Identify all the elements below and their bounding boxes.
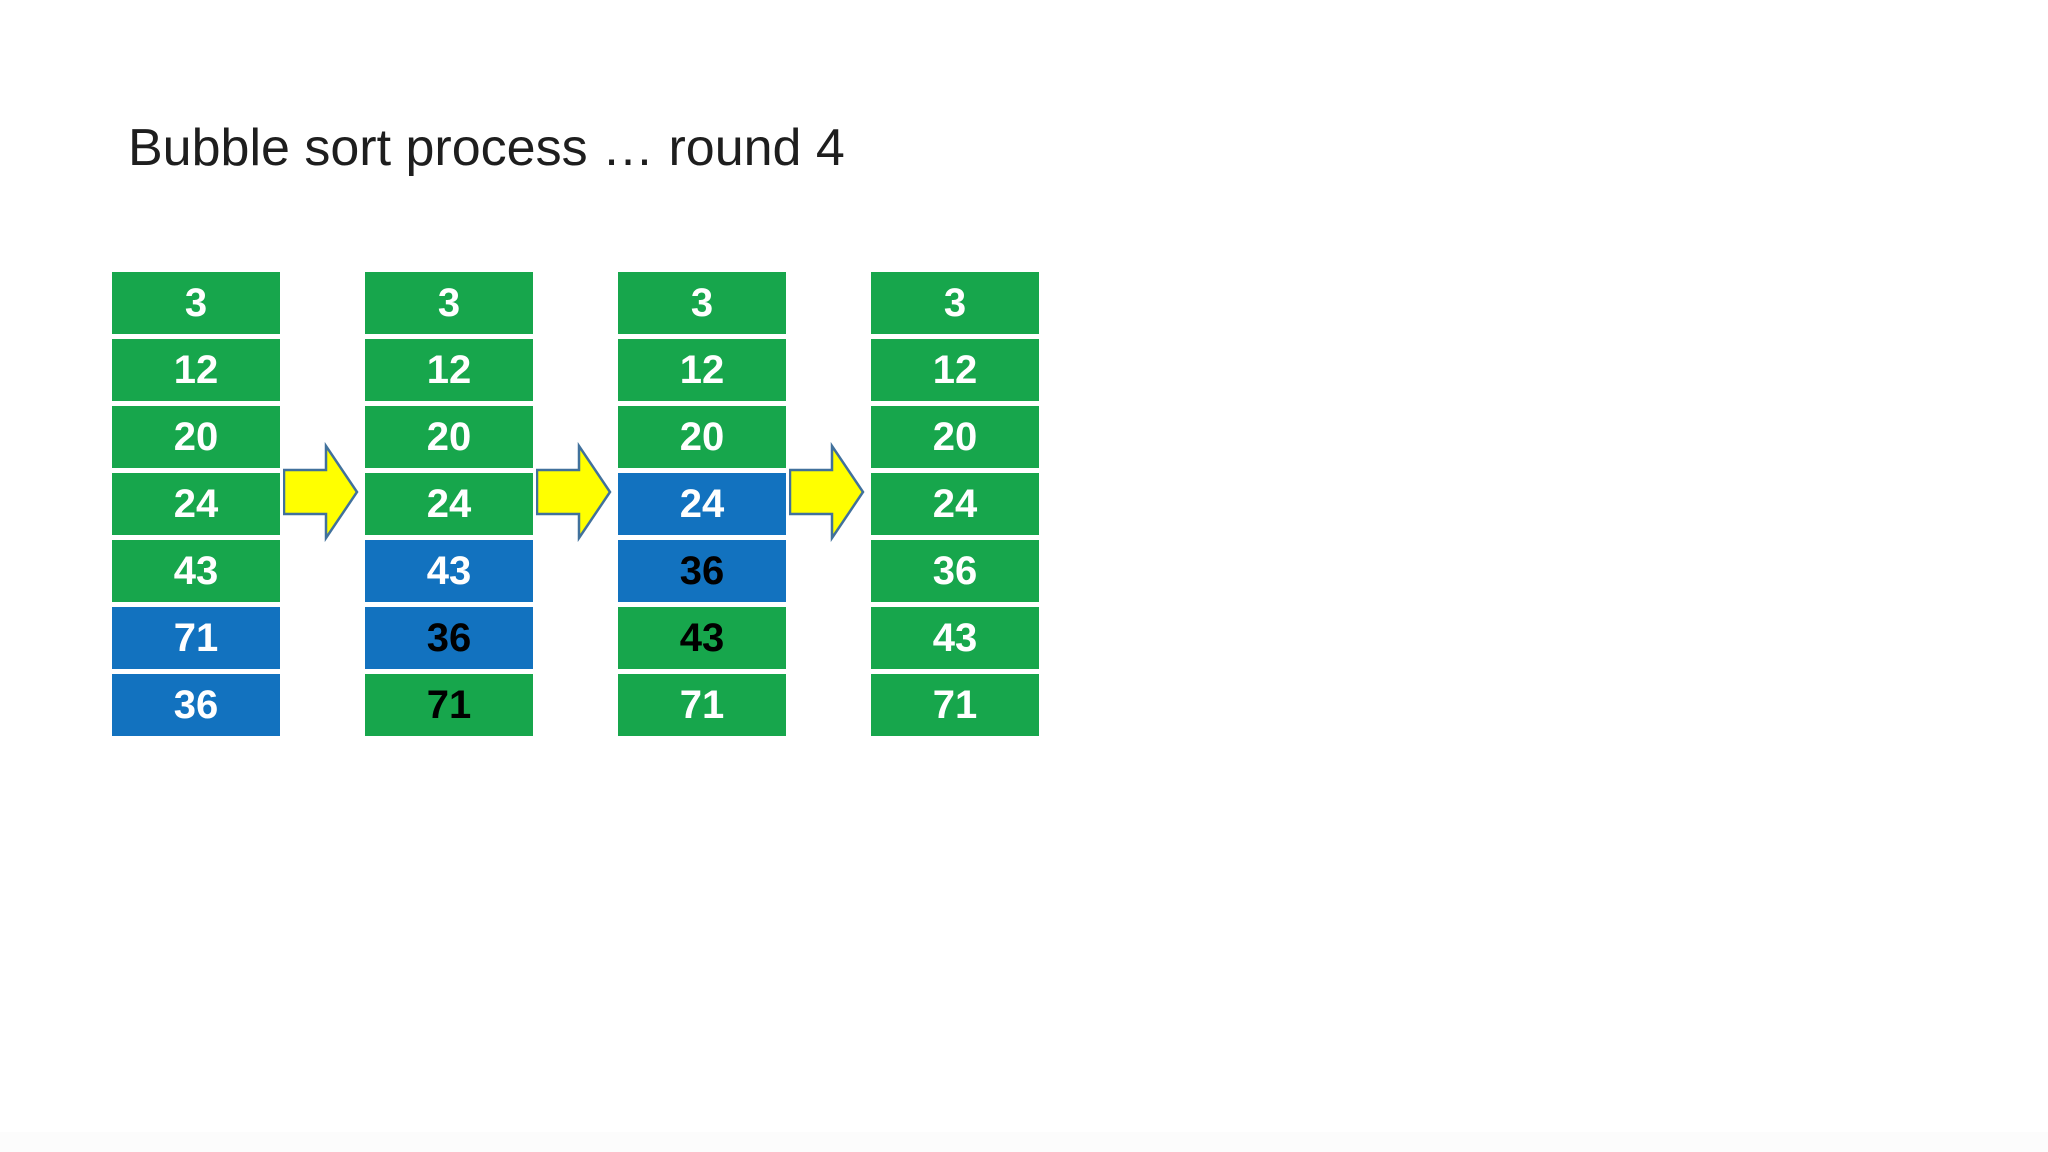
sort-cell: 12 xyxy=(112,339,280,401)
sort-cell: 3 xyxy=(871,272,1039,334)
slide-bottom-strip xyxy=(0,1132,2048,1152)
sort-cell: 24 xyxy=(871,473,1039,535)
sort-cell: 24 xyxy=(618,473,786,535)
sort-cell: 36 xyxy=(871,540,1039,602)
sort-cell: 71 xyxy=(365,674,533,736)
sort-cell: 3 xyxy=(112,272,280,334)
sort-cell: 43 xyxy=(871,607,1039,669)
right-arrow-icon xyxy=(789,442,865,542)
sort-cell: 43 xyxy=(618,607,786,669)
sort-cell: 3 xyxy=(365,272,533,334)
sort-cell: 43 xyxy=(112,540,280,602)
sort-cell: 36 xyxy=(112,674,280,736)
sort-cell: 12 xyxy=(871,339,1039,401)
sort-cell: 24 xyxy=(112,473,280,535)
sort-cell: 71 xyxy=(871,674,1039,736)
sort-cell: 36 xyxy=(618,540,786,602)
sort-cell: 43 xyxy=(365,540,533,602)
sort-cell: 3 xyxy=(618,272,786,334)
right-arrow-icon xyxy=(283,442,359,542)
right-arrow-icon xyxy=(536,442,612,542)
sort-cell: 20 xyxy=(618,406,786,468)
sort-cell: 20 xyxy=(871,406,1039,468)
page-title: Bubble sort process … round 4 xyxy=(128,119,845,177)
sort-cell: 20 xyxy=(112,406,280,468)
sort-cell: 24 xyxy=(365,473,533,535)
sort-cell: 71 xyxy=(618,674,786,736)
sort-cell: 12 xyxy=(365,339,533,401)
sort-cell: 12 xyxy=(618,339,786,401)
sort-cell: 71 xyxy=(112,607,280,669)
sort-cell: 36 xyxy=(365,607,533,669)
sort-cell: 20 xyxy=(365,406,533,468)
